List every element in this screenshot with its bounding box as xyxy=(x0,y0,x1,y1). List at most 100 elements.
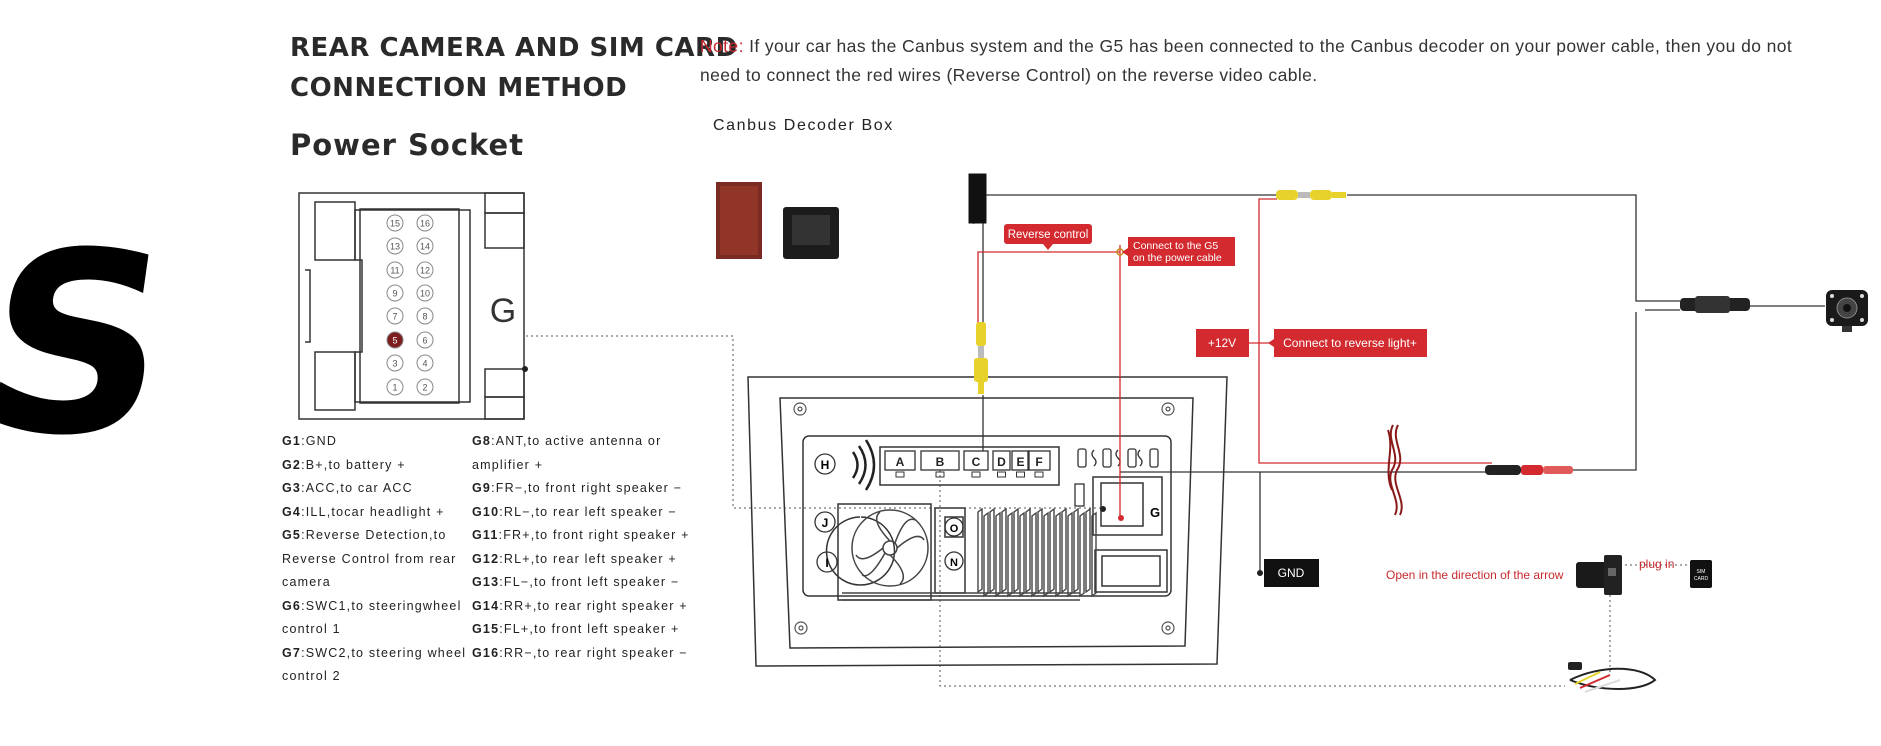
socket-pin-label: 16 xyxy=(420,219,430,229)
socket-pin-label: 7 xyxy=(392,312,397,322)
socket-pin-label: 5 xyxy=(392,336,397,346)
legend-item-g5: G5:Reverse Detection,to Reverse Control … xyxy=(282,528,457,589)
legend-item-g12: G12:RL+,to rear left speaker + xyxy=(472,551,677,566)
g-port-dot-red xyxy=(1118,515,1124,521)
socket-pin xyxy=(386,261,404,279)
socket-pin-label: 13 xyxy=(390,242,400,252)
radiator-base xyxy=(842,592,1080,601)
sim-card-line-2: CARD xyxy=(1694,576,1709,582)
socket-pin xyxy=(416,307,434,325)
canbus-decoder-title: Canbus Decoder Box xyxy=(713,117,894,134)
connect-g5-callout: Connect to the G5 on the power cable xyxy=(1122,237,1235,266)
legend-item-g15: G15:FL+,to front left speaker + xyxy=(472,622,680,636)
radiator-fin xyxy=(1043,511,1049,598)
coiled-wire-black xyxy=(968,173,987,224)
pin-legend-right: G8:ANT,to active antenna or amplifier + … xyxy=(472,430,702,665)
power-plug xyxy=(1485,465,1573,475)
socket-pin xyxy=(416,284,434,302)
socket-pin-label: 9 xyxy=(392,289,397,299)
socket-pin xyxy=(416,331,434,349)
radiator-fin xyxy=(1061,507,1067,594)
note-text: If your car has the Canbus system and th… xyxy=(700,36,1793,85)
coiled-wire-red xyxy=(1387,424,1403,516)
port-tab xyxy=(1016,471,1025,478)
radiator-fin xyxy=(1079,511,1085,598)
radiator-fin xyxy=(1067,511,1073,598)
plug-in-label: plug in xyxy=(1639,557,1674,571)
title-line-2: CONNECTION METHOD xyxy=(290,73,628,103)
legend-item-g4: G4:ILL,tocar headlight + xyxy=(282,504,445,519)
legend-item-g3: G3:ACC,to car ACC xyxy=(282,481,413,495)
socket-pin xyxy=(386,354,404,372)
title-line-1: REAR CAMERA AND SIM CARD xyxy=(290,33,738,63)
radiator-fin xyxy=(1073,507,1079,594)
radiator-fin xyxy=(1031,511,1037,598)
sim-adapter-icon xyxy=(1576,555,1622,595)
radiator-fin xyxy=(1049,507,1055,594)
legend-item-g10: G10:RL−,to rear left speaker − xyxy=(472,504,677,519)
radiator-fin xyxy=(989,507,995,594)
port-i-label: I xyxy=(825,556,828,570)
legend-item-g13: G13:FL−,to front left speaker − xyxy=(472,575,680,589)
reverse-light-box: Connect to reverse light+ xyxy=(1268,329,1427,357)
radiator-fin xyxy=(1025,507,1031,594)
socket-pin-label: 12 xyxy=(420,266,430,276)
note-paragraph: Note: If your car has the Canbus system … xyxy=(700,32,1820,90)
gnd-dot xyxy=(1257,570,1263,576)
side-circles xyxy=(814,453,964,573)
port-n-label: N xyxy=(950,557,958,569)
port-box xyxy=(992,450,1011,471)
note-label: Note: xyxy=(700,36,744,56)
plus12v-label: +12V xyxy=(1208,336,1236,350)
socket-pin-label: 10 xyxy=(420,289,430,299)
socket-pin xyxy=(416,214,434,232)
wifi-icon xyxy=(851,439,876,491)
plus12v-box: +12V xyxy=(1196,329,1249,357)
socket-pin xyxy=(386,237,404,255)
rca-connector-top xyxy=(1276,190,1346,200)
mounting-screws xyxy=(793,402,1175,635)
radiator-fin xyxy=(1001,507,1007,594)
legend-item-g8: G8:ANT,to active antenna or amplifier + xyxy=(472,434,662,472)
rca-connector-vertical xyxy=(974,322,988,394)
socket-pin xyxy=(416,354,434,372)
port-tab xyxy=(997,471,1006,478)
radiator-fin xyxy=(1019,511,1025,598)
socket-pin-label: 14 xyxy=(420,242,430,252)
head-unit-g-port-label: G xyxy=(1150,505,1160,520)
socket-pin-label: 3 xyxy=(392,359,397,369)
power-socket-connector xyxy=(298,192,525,420)
port-tab xyxy=(1034,471,1044,478)
socket-pin xyxy=(386,284,404,302)
port-h-label: H xyxy=(821,458,830,472)
legend-item-g2: G2:B+,to battery + xyxy=(282,457,406,472)
legend-item-g1: G1:GND xyxy=(282,434,338,448)
port-label: E xyxy=(1016,455,1024,469)
socket-g-label: G xyxy=(490,292,516,330)
socket-pin xyxy=(386,378,404,396)
socket-pin-label: 15 xyxy=(390,219,400,229)
connect-g5-line-2: on the power cable xyxy=(1133,252,1222,264)
radiator-fin xyxy=(977,507,983,594)
connect-g5-line-1: Connect to the G5 xyxy=(1133,240,1218,252)
port-label: C xyxy=(972,455,981,469)
socket-pin xyxy=(416,237,434,255)
legend-item-g7: G7:SWC2,to steering wheel control 2 xyxy=(282,645,467,684)
socket-pin-label: 4 xyxy=(422,359,427,369)
black-wires xyxy=(980,194,1825,573)
legend-item-g9: G9:FR−,to front right speaker − xyxy=(472,481,683,495)
radiator-fin xyxy=(1091,511,1097,598)
port-tab xyxy=(971,471,981,478)
av-cable-icon xyxy=(1568,662,1657,693)
sim-card-icon: SIM CARD xyxy=(1690,560,1712,588)
socket-pin-label: 2 xyxy=(422,383,427,393)
fan-icon xyxy=(851,509,929,587)
port-tab xyxy=(895,471,905,478)
socket-pin-label: 11 xyxy=(390,266,399,276)
legend-item-g6: G6:SWC1,to steeringwheel control 1 xyxy=(282,598,462,637)
port-j-label: J xyxy=(822,516,829,530)
port-label: F xyxy=(1035,455,1042,469)
socket-wire-dot xyxy=(522,366,528,372)
